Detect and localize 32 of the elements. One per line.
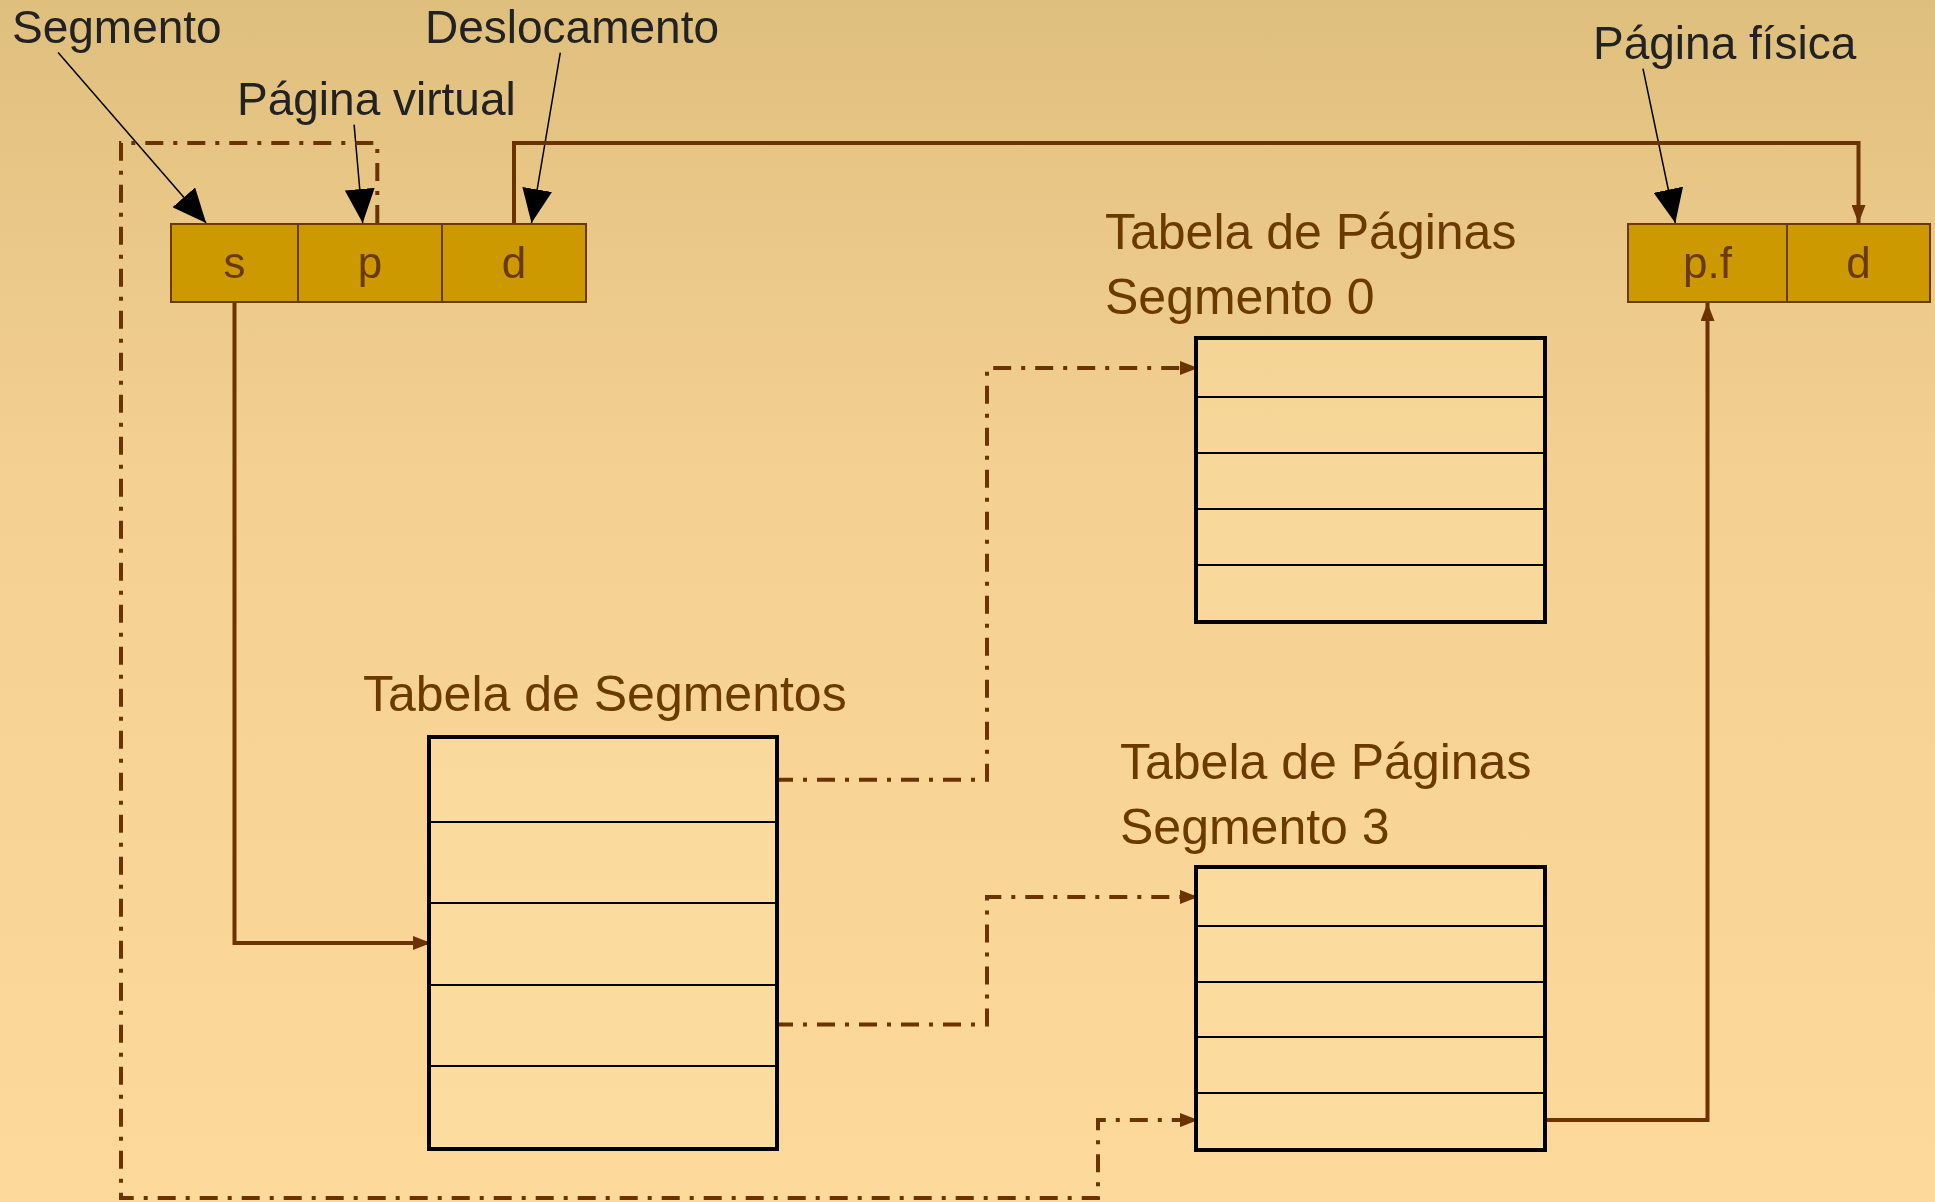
callout-label: Página virtual	[237, 74, 516, 125]
address-field: d	[441, 223, 587, 303]
table-title: Tabela de Páginas Segmento 0	[1105, 203, 1518, 327]
table-row	[1198, 508, 1543, 564]
table-row	[1198, 1036, 1543, 1093]
table-row	[1198, 924, 1543, 981]
table-row	[1198, 980, 1543, 1037]
callout-label: Deslocamento	[425, 2, 720, 53]
address-field: p.f	[1627, 223, 1788, 303]
table-row	[431, 739, 775, 821]
table-title: Tabela de Páginas Segmento 3	[1120, 733, 1533, 857]
table-row	[1198, 564, 1543, 620]
address-field: d	[1786, 223, 1931, 303]
table-row	[1198, 396, 1543, 452]
table-row	[431, 902, 775, 984]
table-row	[1198, 340, 1543, 396]
table-row	[1198, 1092, 1543, 1148]
address-field: s	[170, 223, 299, 303]
leader-line	[522, 51, 562, 224]
table-row	[431, 820, 775, 903]
table-title: Tabela de Segmentos	[363, 665, 848, 724]
callout-label: Página física	[1593, 18, 1857, 69]
table-row	[1198, 452, 1543, 508]
leader-line	[344, 123, 375, 224]
leader-line	[57, 51, 207, 224]
address-field: p	[297, 223, 443, 303]
table-row	[1198, 869, 1543, 925]
leader-line	[1642, 67, 1683, 224]
arrow	[512, 141, 1866, 223]
table-row	[431, 1065, 775, 1147]
table-row	[431, 983, 775, 1066]
callout-label: Segmento	[12, 2, 222, 53]
